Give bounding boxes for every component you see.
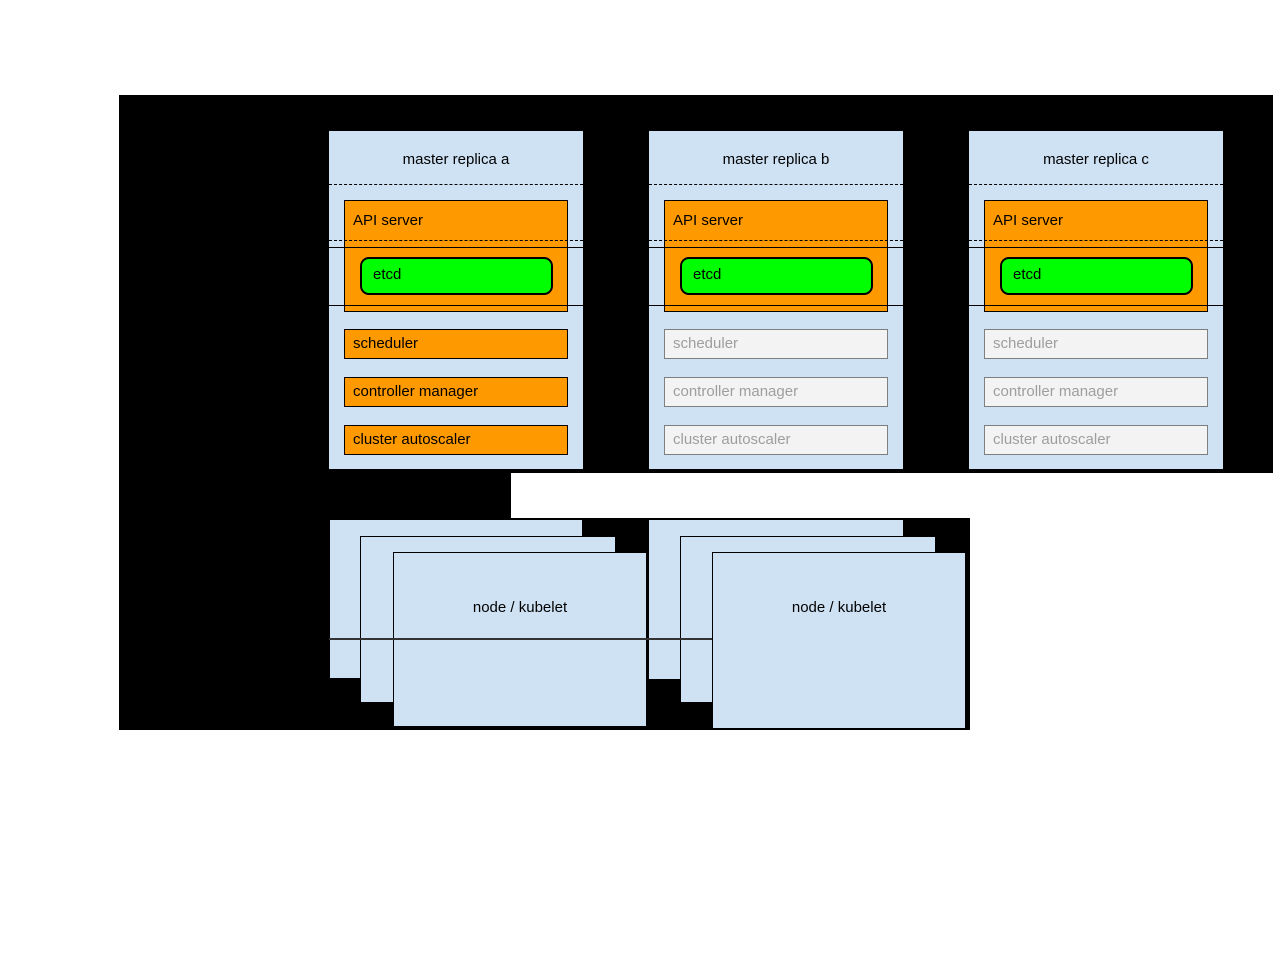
cluster-autoscaler-box: cluster autoscaler: [344, 425, 568, 455]
cluster-autoscaler-box: cluster autoscaler: [984, 425, 1208, 455]
node-stack2-front-card: node / kubelet: [712, 552, 966, 729]
controller-manager-box: controller manager: [664, 377, 888, 407]
etcd-label: etcd: [373, 266, 402, 283]
api-server-label: API server: [673, 212, 744, 229]
divider-dashed-top: [329, 184, 583, 185]
scheduler-box: scheduler: [344, 329, 568, 359]
controller-manager-box: controller manager: [344, 377, 568, 407]
etcd-box: etcd: [680, 257, 873, 295]
etcd-box: etcd: [360, 257, 553, 295]
api-server-label: API server: [353, 212, 424, 229]
master-replica-b-box: master replica b API server etcd schedul…: [648, 130, 904, 470]
etcd-label: etcd: [693, 266, 722, 283]
cluster-autoscaler-label: cluster autoscaler: [673, 431, 791, 448]
controller-manager-label: controller manager: [673, 383, 799, 400]
master-replica-c-box: master replica c API server etcd schedul…: [968, 130, 1224, 470]
scheduler-box: scheduler: [984, 329, 1208, 359]
scheduler-label: scheduler: [673, 335, 739, 352]
background-panel-step: [119, 473, 511, 519]
master-replica-c-title: master replica c: [1043, 151, 1149, 168]
cluster-autoscaler-box: cluster autoscaler: [664, 425, 888, 455]
node-kubelet-label: node / kubelet: [472, 599, 568, 616]
api-server-box: API server: [344, 200, 568, 312]
master-replica-a-box: master replica a API server etcd schedul…: [328, 130, 584, 470]
etcd-box: etcd: [1000, 257, 1193, 295]
api-server-label: API server: [993, 212, 1064, 229]
etcd-label: etcd: [1013, 266, 1042, 283]
master-replica-a-title: master replica a: [402, 151, 510, 168]
node-kubelet-label: node / kubelet: [791, 599, 887, 616]
controller-manager-box: controller manager: [984, 377, 1208, 407]
master-replica-b-title: master replica b: [722, 151, 830, 168]
controller-manager-label: controller manager: [353, 383, 479, 400]
scheduler-label: scheduler: [353, 335, 419, 352]
cluster-autoscaler-label: cluster autoscaler: [993, 431, 1111, 448]
divider-dashed-top: [969, 184, 1223, 185]
divider-dashed-top: [649, 184, 903, 185]
cluster-autoscaler-label: cluster autoscaler: [353, 431, 471, 448]
api-server-box: API server: [984, 200, 1208, 312]
scheduler-box: scheduler: [664, 329, 888, 359]
node-divider-line: [329, 638, 712, 640]
api-server-box: API server: [664, 200, 888, 312]
scheduler-label: scheduler: [993, 335, 1059, 352]
controller-manager-label: controller manager: [993, 383, 1119, 400]
